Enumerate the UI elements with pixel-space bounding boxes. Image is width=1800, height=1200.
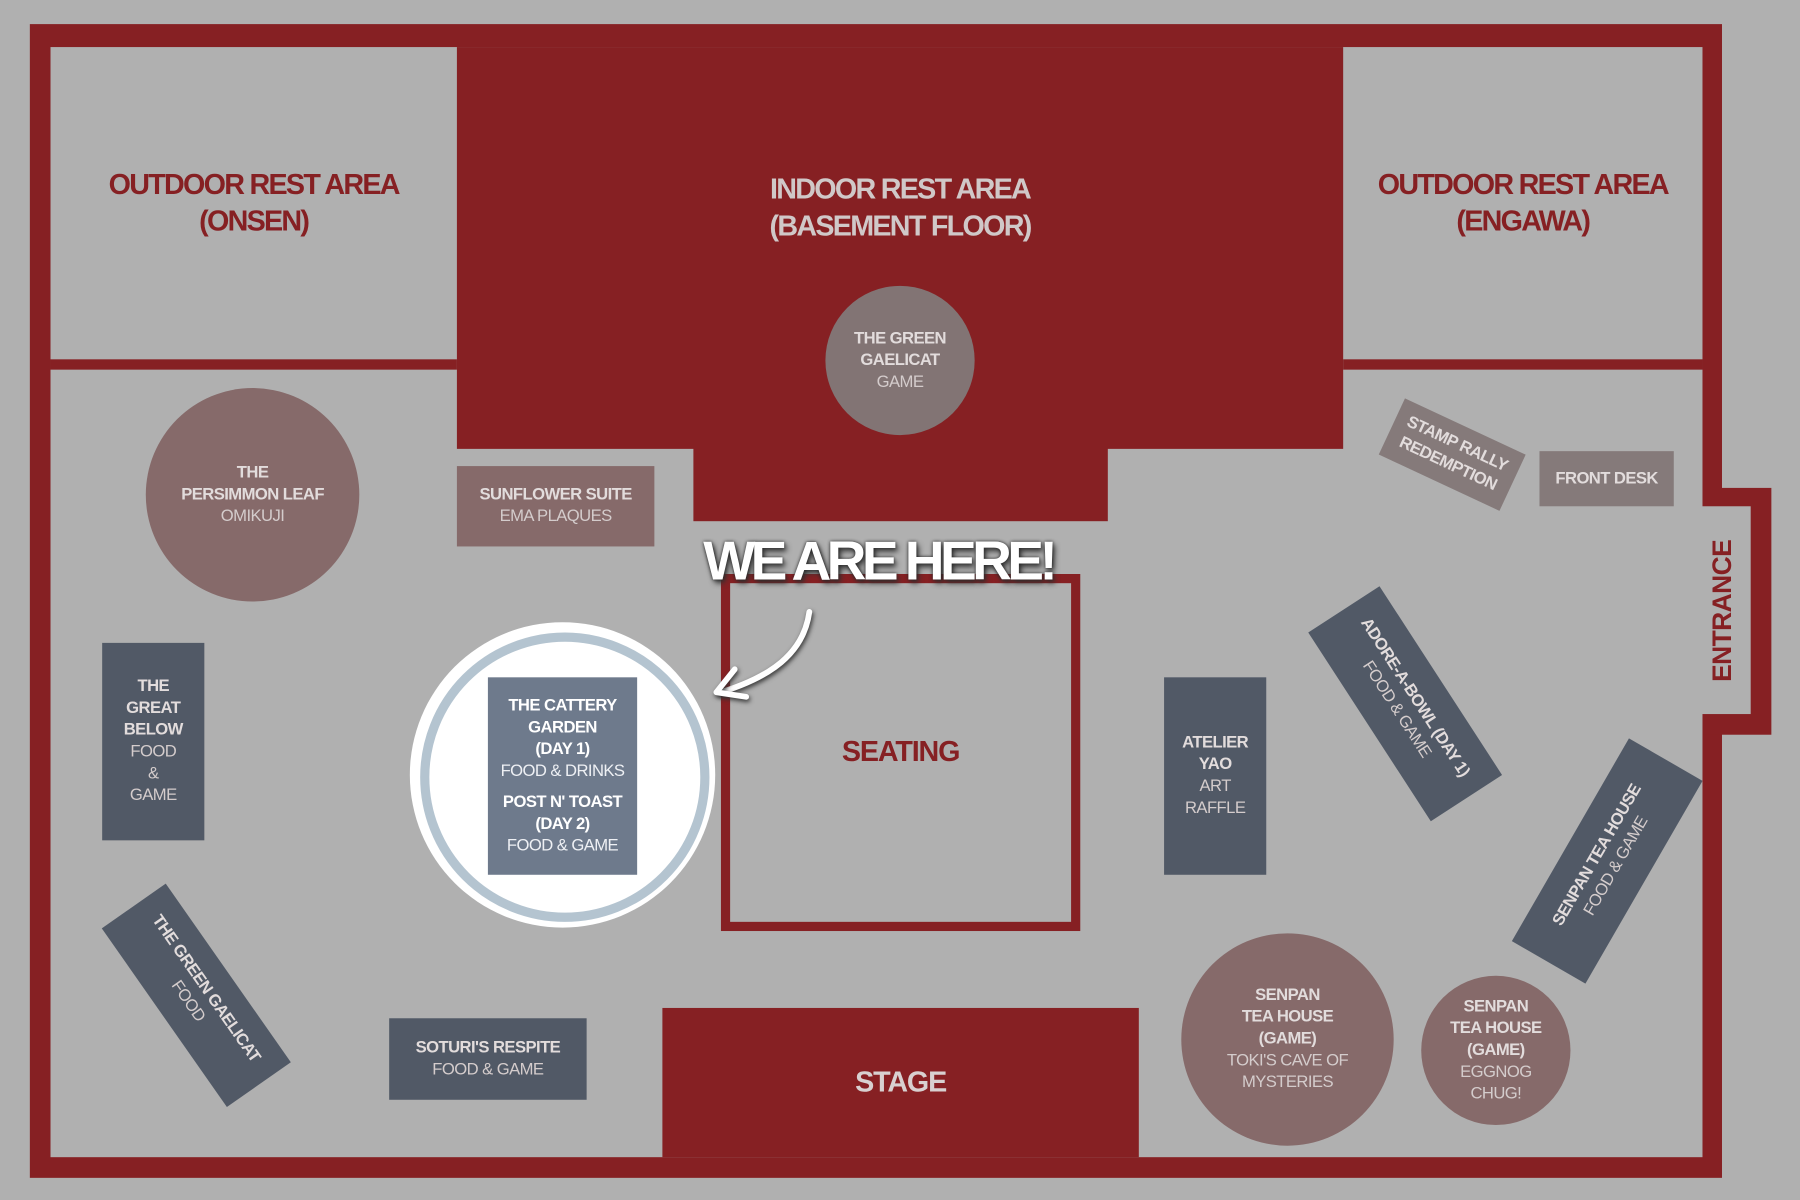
booth-title: SENPAN [1463,997,1529,1016]
booth-senpan-eggnog-chug[interactable]: SENPAN TEA HOUSE (GAME) EGGNOG CHUG! [1421,975,1571,1126]
zone-onsen: OUTDOOR REST AREA (ONSEN) [51,166,457,239]
booth-title: GAELICAT [860,350,940,370]
booth-title: PERSIMMON LEAF [181,485,324,504]
booth-title: THE [236,463,269,482]
zone-engawa: OUTDOOR REST AREA (ENGAWA) [1343,166,1702,239]
booth-title: GARDEN [528,718,597,737]
booth-title: THE GREEN [854,328,947,348]
booth-subtitle: MYSTERIES [1241,1073,1334,1092]
booth-title: POST N' TOAST [502,792,623,812]
booth-subtitle: CHUG! [1470,1084,1522,1103]
booth-subtitle: TOKI'S CAVE OF [1226,1051,1349,1070]
booth-persimmon-leaf[interactable]: THE PERSIMMON LEAF OMIKUJI [145,388,360,602]
zone-onsen-title: OUTDOOR REST AREA [108,168,401,201]
booth-cattery-garden[interactable]: THE CATTERY GARDEN (DAY 1) FOOD & DRINKS… [487,677,638,875]
booth-title: YAO [1198,755,1232,774]
booth-title: GREAT [126,699,181,718]
seating-area: SEATING [720,574,1081,932]
booth-title: BELOW [123,720,184,740]
stage-label: STAGE [855,1065,947,1099]
indoor-rest-area-extension [693,446,1108,522]
booth-atelier-yao[interactable]: ATELIER YAO ART RAFFLE [1164,677,1267,875]
zone-engawa-subtitle: (ENGAWA) [1456,205,1591,238]
booth-subtitle: ART [1199,777,1232,796]
booth-title: FRONT DESK [1555,468,1658,488]
booth-title: (GAME) [1467,1040,1525,1060]
booth-title: THE [137,677,170,696]
entrance-opening [1699,506,1751,715]
booth-subtitle: GAME [129,786,177,805]
booth-great-below[interactable]: THE GREAT BELOW FOOD & GAME [102,642,205,841]
booth-title: (DAY 2) [535,814,590,833]
stage-area: STAGE [662,1007,1139,1158]
zone-onsen-subtitle: (ONSEN) [199,205,310,238]
engawa-divider [1343,359,1703,370]
arrow-icon [713,609,813,700]
booth-title: ATELIER [1182,733,1249,752]
booth-title: (GAME) [1258,1029,1317,1049]
booth-senpan-tokis-cave[interactable]: SENPAN TEA HOUSE (GAME) TOKI'S CAVE OF M… [1181,933,1394,1146]
booth-subtitle: EGGNOG [1460,1062,1532,1081]
zone-indoor-subtitle: (BASEMENT FLOOR) [769,210,1033,243]
zone-engawa-title: OUTDOOR REST AREA [1377,168,1670,201]
booth-subtitle: & [147,764,159,783]
booth-subtitle: FOOD [130,742,177,762]
booth-green-gaelicat-game[interactable]: THE GREEN GAELICAT GAME [825,285,975,436]
booth-title: SOTURI'S RESPITE [415,1038,561,1057]
booth-subtitle: OMIKUJI [220,506,285,526]
booth-title: TEA HOUSE [1450,1018,1542,1038]
booth-title: TEA HOUSE [1241,1007,1334,1027]
zone-indoor-title: INDOOR REST AREA [770,173,1032,206]
booth-subtitle: GAME [876,372,924,391]
entrance-label: ENTRANCE [1707,539,1737,682]
zone-indoor: INDOOR REST AREA (BASEMENT FLOOR) [457,171,1343,244]
booth-title: THE CATTERY [508,696,617,715]
booth-front-desk[interactable]: FRONT DESK [1539,451,1674,507]
booth-sunflower-suite[interactable]: SUNFLOWER SUITE EMA PLAQUES [456,466,655,547]
booth-subtitle: FOOD & DRINKS [500,761,625,781]
booth-title: SENPAN [1255,986,1320,1005]
we-are-here-label: WE ARE HERE! [703,531,1058,593]
booth-subtitle: FOOD & GAME [432,1060,544,1079]
booth-subtitle: EMA PLAQUES [499,507,613,526]
booth-subtitle: RAFFLE [1184,799,1246,818]
current-location-ring [420,632,710,922]
booth-title: SUNFLOWER SUITE [479,485,632,504]
onsen-divider [50,359,457,370]
seating-label: SEATING [841,735,961,769]
booth-soturis-respite[interactable]: SOTURI'S RESPITE FOOD & GAME [389,1018,587,1100]
booth-subtitle: FOOD & GAME [506,836,619,855]
booth-title: (DAY 1) [535,739,590,759]
